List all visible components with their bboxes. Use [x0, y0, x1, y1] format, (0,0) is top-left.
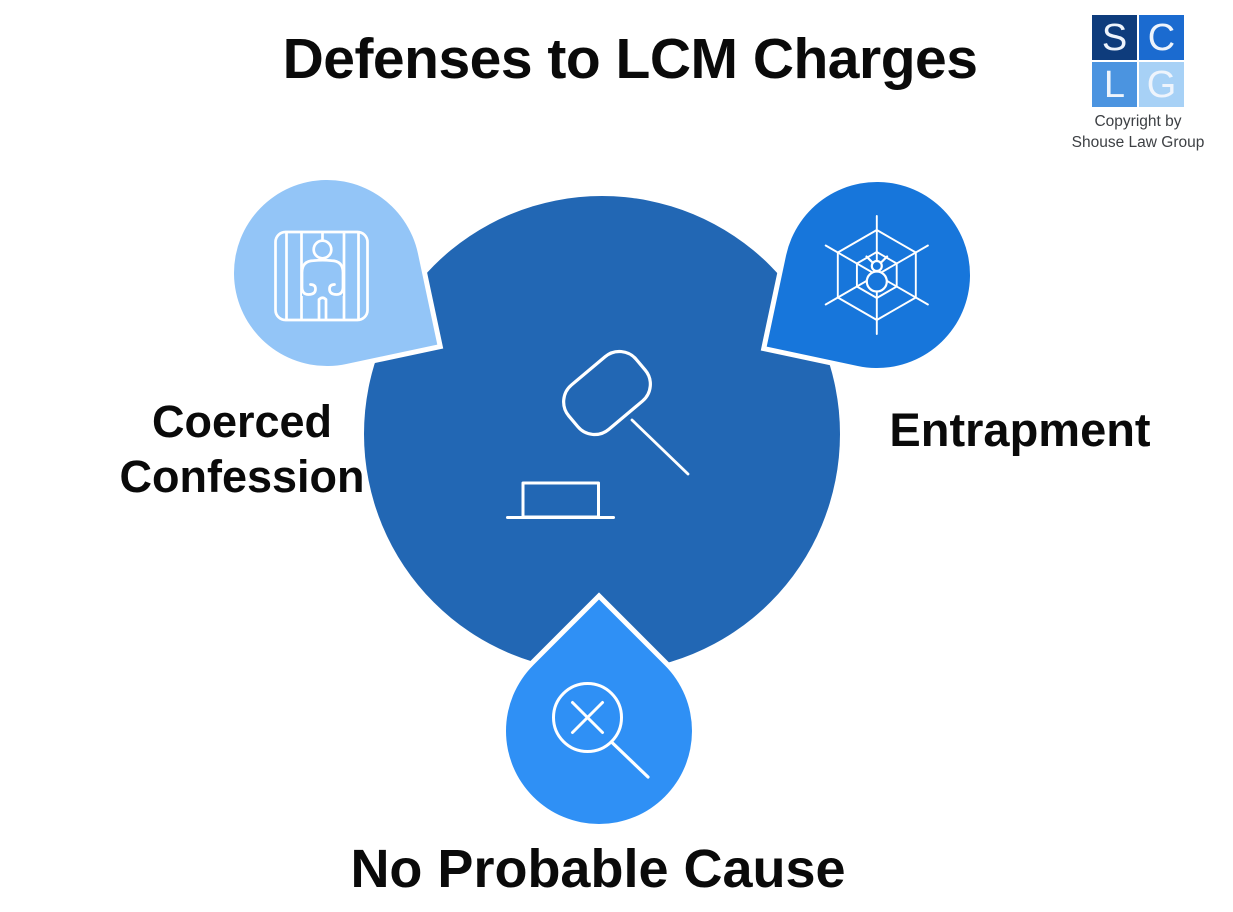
logo-square-g: G [1139, 62, 1184, 107]
copyright-line1: Copyright by [1094, 113, 1182, 130]
copyright-line2: Shouse Law Group [1071, 133, 1205, 151]
logo-square-l: L [1092, 62, 1137, 107]
sclg-logo: S C L G [1092, 15, 1184, 107]
label-line: Confession [119, 451, 365, 502]
center-circle [364, 196, 840, 672]
label-no-probable-cause: No Probable Cause [350, 839, 846, 899]
label-line: Coerced [151, 396, 333, 447]
bubble-entrapment [766, 164, 988, 386]
label-coerced-confession: Coerced Confession [119, 394, 364, 504]
bubble-coerced-confession [216, 162, 438, 384]
copyright-text: Copyright by Shouse Law Group [1048, 112, 1228, 153]
label-entrapment: Entrapment [889, 403, 1151, 456]
logo-square-c: C [1139, 15, 1184, 60]
page-title: Defenses to LCM Charges [282, 27, 978, 91]
logo-square-s: S [1092, 15, 1137, 60]
